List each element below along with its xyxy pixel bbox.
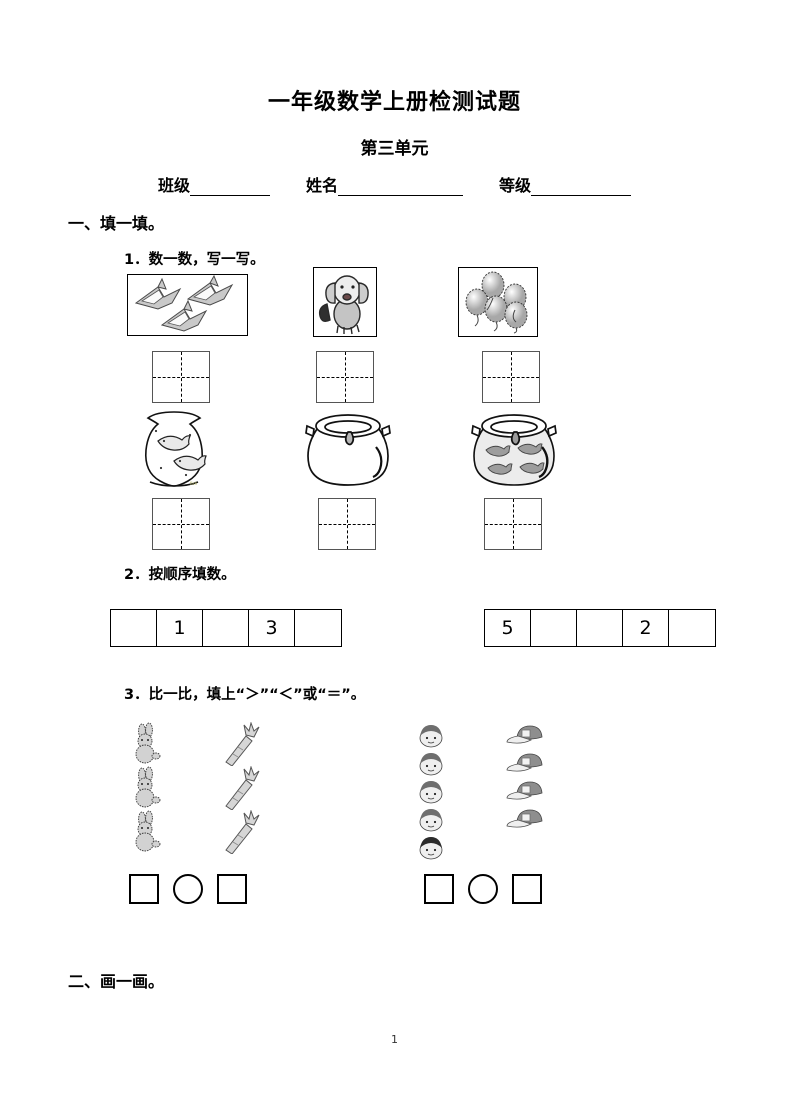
answer-grid-2[interactable]	[316, 351, 374, 403]
question-2-heading: 2．按顺序填数。	[124, 567, 236, 583]
sequence-cell[interactable]	[111, 610, 157, 646]
cap-icon	[506, 725, 543, 744]
section-heading-one: 一、填一填。	[68, 214, 165, 233]
compare-right-children	[414, 722, 448, 862]
cap-icon	[506, 781, 543, 800]
child-head-icon	[419, 725, 443, 748]
sequence-cell[interactable]: 1	[157, 610, 203, 646]
field-name-label: 姓名	[305, 176, 338, 195]
field-class[interactable]: 班级	[158, 172, 270, 196]
field-name[interactable]: 姓名	[306, 172, 463, 196]
sequence-descending[interactable]: 5 2	[484, 609, 716, 647]
balloon-icon	[465, 271, 528, 334]
comparison-operator-circle[interactable]	[468, 874, 498, 904]
sequence-cell[interactable]: 3	[249, 610, 295, 646]
field-class-label: 班级	[157, 176, 190, 195]
compare-answer-slots-left[interactable]	[129, 874, 247, 904]
answer-grid-3[interactable]	[482, 351, 540, 403]
picture-fishbowl-empty	[298, 410, 398, 488]
carrot-icon	[225, 766, 260, 810]
fishbowl-icon	[471, 414, 557, 486]
child-head-icon	[419, 837, 443, 860]
answer-grid-5[interactable]	[318, 498, 376, 550]
compare-answer-slots-right[interactable]	[424, 874, 542, 904]
compare-right-caps	[505, 722, 545, 834]
seagull-icon	[134, 275, 234, 332]
student-info-row: 班级 姓名 等级	[0, 172, 789, 196]
child-head-icon	[419, 781, 443, 804]
field-grade[interactable]: 等级	[499, 172, 632, 196]
question-3-heading: 3．比一比，填上“＞”“＜”或“＝”。	[124, 687, 366, 703]
carrot-icon	[225, 722, 260, 766]
comparison-operator-circle[interactable]	[173, 874, 203, 904]
rabbit-icon	[135, 766, 161, 808]
rabbit-icon	[135, 810, 161, 852]
picture-fishbowl-four-fish	[462, 410, 566, 488]
page-title: 一年级数学上册检测试题	[267, 90, 521, 115]
question-1-heading: 1．数一数，写一写。	[124, 252, 265, 268]
sequence-cell[interactable]	[577, 610, 623, 646]
sequence-ascending[interactable]: 1 3	[110, 609, 342, 647]
answer-grid-1[interactable]	[152, 351, 210, 403]
answer-grid-6[interactable]	[484, 498, 542, 550]
sequence-cell[interactable]	[531, 610, 577, 646]
compare-left-rabbits	[128, 722, 164, 854]
fishbowl-icon: fish	[144, 411, 207, 487]
child-head-icon	[419, 809, 443, 832]
sequence-cell[interactable]	[295, 610, 341, 646]
left-count-box[interactable]	[424, 874, 454, 904]
carrot-icon	[225, 810, 260, 854]
field-grade-label: 等级	[499, 176, 532, 195]
child-head-icon	[419, 753, 443, 776]
page-number: 1	[391, 1033, 398, 1046]
dog-icon	[318, 275, 369, 335]
picture-fishbowl-two-fish: fish	[128, 405, 224, 490]
sequence-cell[interactable]: 2	[623, 610, 669, 646]
sequence-cell[interactable]	[669, 610, 715, 646]
rabbit-icon	[135, 722, 161, 764]
cap-icon	[506, 753, 543, 772]
field-class-input[interactable]	[189, 181, 270, 196]
picture-box-dog	[313, 267, 377, 337]
picture-box-seagulls	[127, 274, 248, 336]
sequence-cell[interactable]	[203, 610, 249, 646]
picture-box-balloons	[458, 267, 538, 337]
page-subtitle: 第三单元	[360, 139, 429, 159]
right-count-box[interactable]	[512, 874, 542, 904]
right-count-box[interactable]	[217, 874, 247, 904]
fishbowl-empty-icon	[305, 414, 391, 486]
sequence-cell[interactable]: 5	[485, 610, 531, 646]
compare-left-carrots	[218, 722, 260, 854]
section-heading-two: 二、画一画。	[68, 972, 165, 991]
answer-grid-4[interactable]	[152, 498, 210, 550]
field-grade-input[interactable]	[531, 181, 632, 196]
cap-icon	[506, 809, 543, 828]
svg-text:fish: fish	[190, 481, 198, 486]
field-name-input[interactable]	[338, 181, 463, 196]
left-count-box[interactable]	[129, 874, 159, 904]
